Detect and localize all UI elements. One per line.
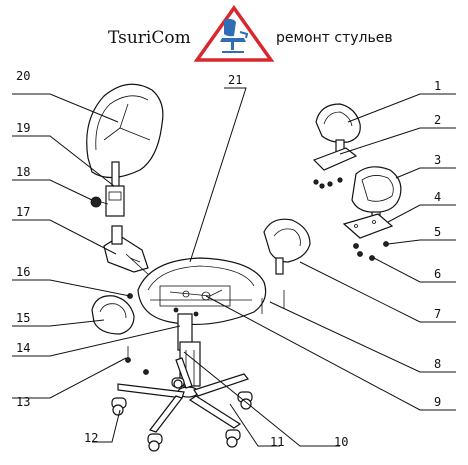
armrest-plate-right [342, 213, 394, 239]
back-post-part [105, 161, 125, 217]
armrest-top-part [315, 103, 361, 153]
seat-screws [173, 290, 285, 317]
callout-2: 2 [434, 113, 441, 127]
leader-lines [12, 87, 456, 447]
callout-19: 19 [16, 121, 30, 135]
callout-17: 17 [16, 205, 30, 219]
callout-11: 11 [270, 435, 284, 449]
callout-9: 9 [434, 395, 441, 409]
brand-name: TsuriCom [108, 28, 191, 48]
callout-6: 6 [434, 267, 441, 281]
caster-front-right [225, 429, 241, 448]
callout-7: 7 [434, 307, 441, 321]
callout-3: 3 [434, 153, 441, 167]
callout-12: 12 [84, 431, 98, 445]
brand-subtitle: ремонт стульев [276, 30, 393, 46]
callout-8: 8 [434, 357, 441, 371]
caster-front-left [147, 433, 163, 452]
tension-knob-part [90, 196, 109, 208]
callout-4: 4 [434, 190, 441, 204]
armrest-left-part [91, 295, 135, 335]
caster-left [111, 397, 127, 416]
seat-part [137, 257, 267, 326]
backrest-part [86, 83, 164, 179]
caster-right [237, 391, 253, 410]
warning-triangle-chair-icon [193, 4, 275, 62]
chair-parts-drawing [86, 83, 402, 452]
callout-15: 15 [16, 311, 30, 325]
caster-back [171, 377, 185, 389]
callout-13: 13 [16, 395, 30, 409]
callout-20: 20 [16, 69, 30, 83]
callout-21: 21 [228, 73, 242, 87]
screws-right [353, 241, 389, 261]
callout-18: 18 [16, 165, 30, 179]
callout-5: 5 [434, 225, 441, 239]
logo-triangle [193, 4, 275, 62]
armrest-plate-top [312, 147, 358, 189]
back-bracket-part [103, 225, 151, 277]
callout-14: 14 [16, 341, 30, 355]
casters [111, 377, 253, 452]
logo-chair [220, 18, 249, 53]
star-base-part [117, 357, 250, 433]
callout-1: 1 [434, 79, 441, 93]
callout-16: 16 [16, 265, 30, 279]
armrest-mid-part [263, 218, 311, 275]
callout-numbers: 1 2 3 4 5 6 7 8 9 10 11 12 13 14 15 16 1… [16, 69, 441, 449]
callout-10: 10 [334, 435, 348, 449]
